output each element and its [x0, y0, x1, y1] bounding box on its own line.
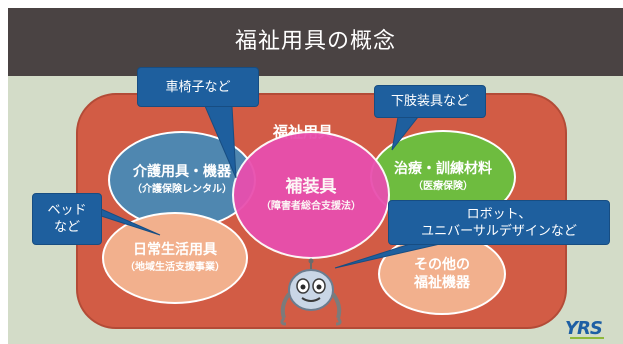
robot-icon: [280, 258, 342, 326]
robot-callout: ロボット、 ユニバーサルデザインなど: [388, 200, 610, 245]
header-bar: 福祉用具の概念: [8, 8, 623, 76]
robot-callout-line1: ロボット、: [466, 206, 532, 222]
leg-brace-callout-tail: [391, 116, 420, 151]
daily-living-label: 日常生活用具: [133, 242, 217, 258]
slide-title: 福祉用具の概念: [234, 29, 396, 54]
care-equipment-sub: （介護保険レンタル）: [132, 184, 232, 195]
daily-living-ellipse: 日常生活用具 （地域生活支援事業）: [102, 212, 248, 304]
care-equipment-label: 介護用具・機器: [133, 164, 231, 180]
prosthetics-ellipse: 補装具 （障害者総合支援法）: [232, 131, 390, 259]
leg-brace-callout: 下肢装具など: [374, 85, 486, 118]
bed-callout-tail: [91, 204, 161, 236]
treatment-materials-sub: （医療保険）: [413, 181, 473, 192]
bed-callout-line2: など: [53, 220, 80, 235]
other-welfare-ellipse: その他の 福祉機器: [378, 233, 506, 315]
daily-living-sub: （地域生活支援事業）: [125, 262, 225, 273]
logo-underline: [570, 337, 604, 339]
other-welfare-line1: その他の: [414, 257, 470, 273]
yrs-logo: YRS: [565, 318, 603, 339]
treatment-materials-label: 治療・訓練材料: [394, 161, 492, 177]
prosthetics-sub: （障害者総合支援法）: [261, 201, 361, 212]
prosthetics-label: 補装具: [285, 177, 337, 197]
bed-callout-line1: ベッド: [47, 203, 87, 218]
robot-callout-tail: [334, 243, 441, 269]
bed-callout: ベッド など: [32, 193, 102, 245]
robot-callout-line2: ユニバーサルデザインなど: [421, 223, 577, 239]
wheelchair-callout-tail: [204, 105, 237, 179]
wheelchair-callout: 車椅子など: [137, 67, 259, 107]
other-welfare-line2: 福祉機器: [414, 275, 470, 291]
